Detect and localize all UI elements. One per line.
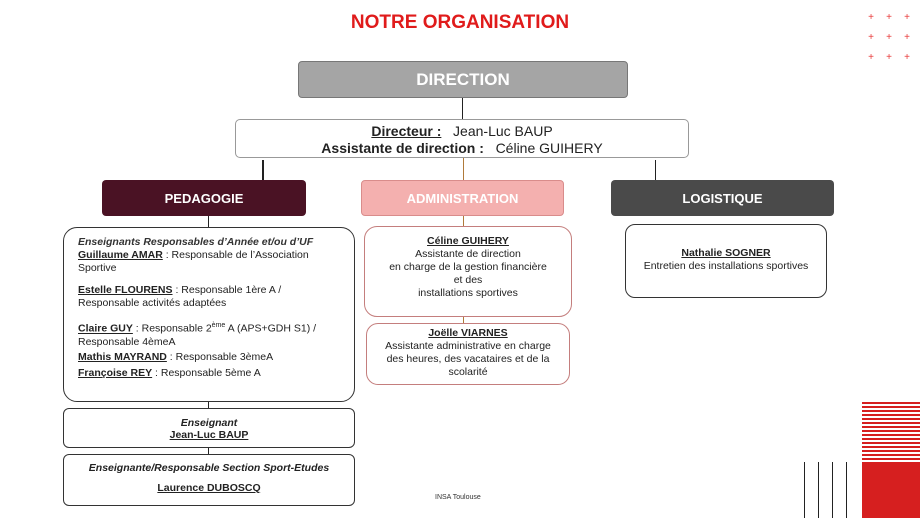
person-role-line: Assistante administrative en charge: [385, 340, 551, 352]
connector-ens-box: [208, 402, 209, 408]
person-role: : Responsable 1ère A / Responsable activ…: [78, 284, 282, 309]
pedagogie-entry: Guillaume AMAR : Responsable de l’Associ…: [78, 249, 340, 275]
connector-ped-box: [208, 216, 209, 227]
connector-adm-box2: [463, 317, 464, 323]
department-logistique: LOGISTIQUE: [611, 180, 834, 216]
enseignant-title: Enseignant: [180, 417, 238, 429]
section-title: Enseignante/Responsable Section Sport-Et…: [88, 462, 330, 474]
person-name: Céline GUIHERY: [427, 235, 509, 247]
person-name: Estelle FLOURENS: [78, 284, 173, 296]
person-name: Guillaume AMAR: [78, 249, 163, 261]
footer-text: INSA Toulouse: [435, 494, 481, 501]
person-role: A (APS+GDH S1) / Responsable 4èmeA: [78, 322, 317, 348]
direction-header: DIRECTION: [298, 61, 628, 98]
enseignant-box: Enseignant Jean-Luc BAUP: [63, 408, 355, 448]
pedagogie-entry: Estelle FLOURENS : Responsable 1ère A / …: [78, 284, 340, 310]
decorative-red-block: [862, 462, 920, 518]
connector-direction: [462, 96, 463, 119]
person-name: Joëlle VIARNES: [428, 327, 508, 339]
pedagogie-entry: Françoise REY : Responsable 5ème A: [78, 367, 340, 380]
connector-logistique: [655, 160, 656, 180]
assistante-name: Céline GUIHERY: [495, 140, 603, 156]
page-title: NOTRE ORGANISATION: [350, 12, 570, 33]
decorative-line: [832, 462, 833, 518]
section-name: Laurence DUBOSCQ: [157, 482, 261, 494]
department-administration: ADMINISTRATION: [361, 180, 564, 216]
person-role-line: en charge de la gestion financière: [389, 261, 547, 273]
person-name: Françoise REY: [78, 366, 153, 379]
person-role-line: scolarité: [448, 366, 488, 378]
person-name: Mathis MAYRAND: [78, 350, 167, 363]
pedagogie-entry: Mathis MAYRAND : Responsable 3èmeA: [78, 351, 340, 364]
department-pedagogie: PEDAGOGIE: [102, 180, 306, 216]
pedagogie-entry: Claire GUY : Responsable 2ème A (APS+GDH…: [78, 319, 340, 349]
pedagogie-heading: Enseignants Responsables d’Année et/ou d…: [78, 236, 314, 248]
person-role-line: installations sportives: [418, 287, 518, 299]
person-role: Entretien des installations sportives: [643, 260, 809, 272]
assistante-label: Assistante de direction :: [321, 140, 484, 156]
person-role: : Responsable 3èmeA: [166, 350, 274, 363]
person-role: : Responsable de l’Association Sportive: [78, 249, 309, 274]
decorative-line: [804, 462, 805, 518]
person-name: Claire GUY: [78, 322, 133, 335]
connector-pedagogie: [262, 160, 264, 180]
director-box: Directeur : Jean-Luc BAUP Assistante de …: [235, 119, 689, 158]
person-role: : Responsable 5ème A: [152, 366, 261, 379]
pedagogie-responsables-box: Enseignants Responsables d’Année et/ou d…: [63, 227, 355, 402]
administration-box-guihery: Céline GUIHERY Assistante de direction e…: [364, 226, 572, 317]
enseignant-name: Jean-Luc BAUP: [169, 429, 249, 441]
connector-sec-box: [208, 448, 209, 454]
person-name: Nathalie SOGNER: [681, 247, 771, 259]
connector-administration: [463, 158, 464, 180]
person-role-line: Assistante de direction: [415, 248, 521, 260]
section-sport-etudes-box: Enseignante/Responsable Section Sport-Et…: [63, 454, 355, 506]
decorative-plus-grid: +++ +++ +++: [868, 12, 910, 63]
person-role-line: des heures, des vacataires et de la: [386, 353, 550, 365]
person-role: : Responsable 2: [132, 322, 212, 335]
decorative-line: [818, 462, 819, 518]
directeur-label: Directeur :: [371, 123, 442, 139]
decorative-line: [846, 462, 847, 518]
person-role-line: et des: [453, 274, 483, 286]
directeur-name: Jean-Luc BAUP: [453, 123, 553, 139]
person-role-sup: ème: [211, 322, 226, 329]
administration-box-viarnes: Joëlle VIARNES Assistante administrative…: [366, 323, 570, 385]
connector-adm-box: [463, 216, 464, 226]
logistique-box: Nathalie SOGNER Entretien des installati…: [625, 224, 827, 298]
